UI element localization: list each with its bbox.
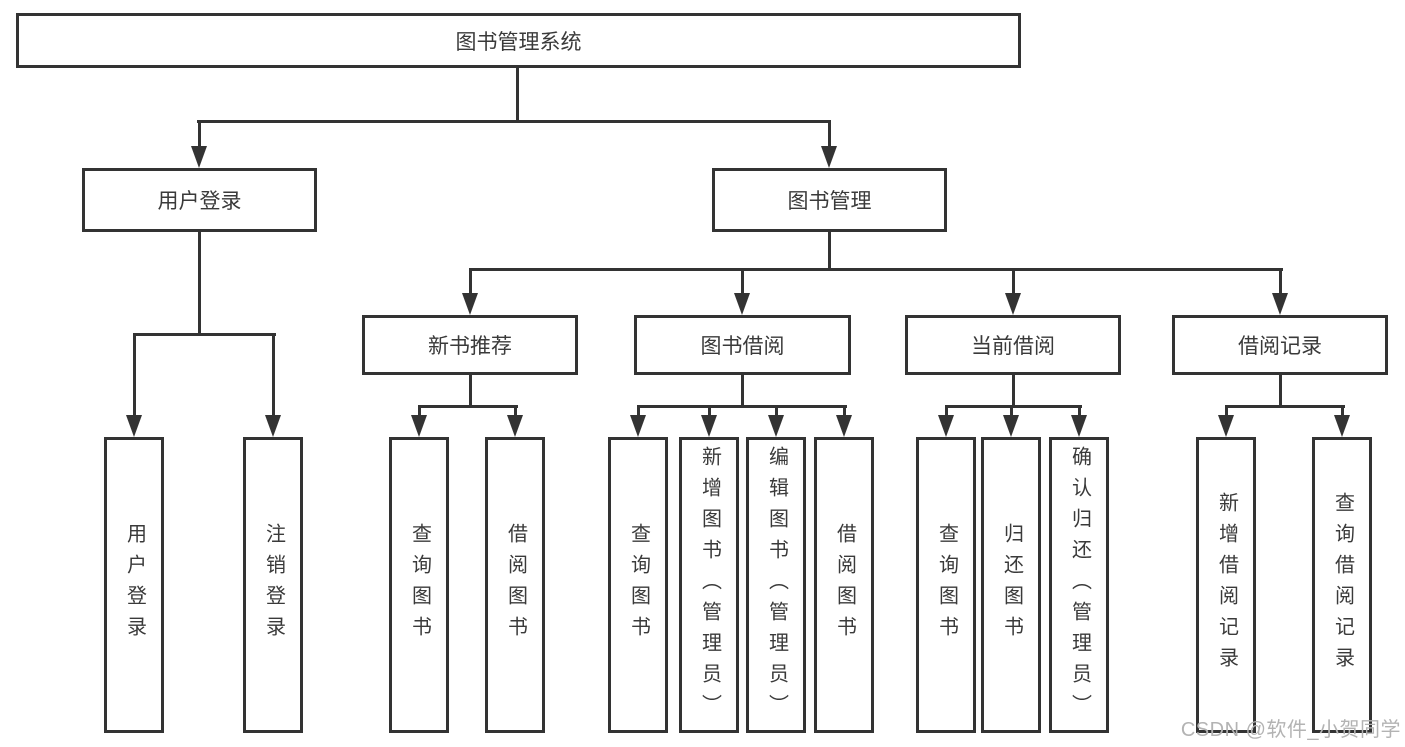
- connector-line: [418, 405, 518, 408]
- leaf-query-books-3: 查询图书: [916, 437, 976, 733]
- leaf-confirm-return-admin: 确认归还（管理员）: [1049, 437, 1109, 733]
- arrow-down-icon: [701, 415, 717, 437]
- arrow-down-icon: [821, 146, 837, 168]
- leaf-query-books-1: 查询图书: [389, 437, 449, 733]
- connector-line: [516, 67, 519, 120]
- arrow-down-icon: [836, 415, 852, 437]
- node-current-borrowing: 当前借阅: [905, 315, 1121, 375]
- connector-line: [1012, 268, 1015, 295]
- connector-line: [198, 120, 201, 148]
- connector-line: [945, 405, 948, 418]
- node-root: 图书管理系统: [16, 13, 1021, 68]
- arrow-down-icon: [507, 415, 523, 437]
- arrow-down-icon: [411, 415, 427, 437]
- arrow-down-icon: [1334, 415, 1350, 437]
- leaf-add-book-admin: 新增图书（管理员）: [679, 437, 739, 733]
- connector-line: [843, 405, 846, 418]
- node-book-management: 图书管理: [712, 168, 947, 232]
- node-book-borrowing: 图书借阅: [634, 315, 851, 375]
- connector-line: [828, 120, 831, 148]
- connector-line: [1225, 405, 1345, 408]
- connector-line: [708, 405, 711, 418]
- leaf-add-borrow-record: 新增借阅记录: [1196, 437, 1256, 733]
- leaf-user-login: 用户登录: [104, 437, 164, 733]
- arrow-down-icon: [265, 415, 281, 437]
- node-new-book-recommend: 新书推荐: [362, 315, 578, 375]
- connector-line: [198, 231, 201, 333]
- arrow-down-icon: [1003, 415, 1019, 437]
- connector-line: [469, 268, 472, 295]
- connector-line: [133, 333, 276, 336]
- connector-line: [1078, 405, 1081, 418]
- connector-line: [418, 405, 421, 418]
- leaf-edit-book-admin: 编辑图书（管理员）: [746, 437, 806, 733]
- connector-line: [514, 405, 517, 418]
- connector-line: [1341, 405, 1344, 418]
- node-borrowing-records: 借阅记录: [1172, 315, 1388, 375]
- connector-line: [197, 120, 831, 123]
- arrow-down-icon: [768, 415, 784, 437]
- leaf-borrow-books-2: 借阅图书: [814, 437, 874, 733]
- connector-line: [1010, 405, 1013, 418]
- arrow-down-icon: [938, 415, 954, 437]
- arrow-down-icon: [630, 415, 646, 437]
- arrow-down-icon: [734, 293, 750, 315]
- connector-line: [1225, 405, 1228, 418]
- connector-line: [637, 405, 640, 418]
- connector-line: [272, 333, 275, 417]
- leaf-query-books-2: 查询图书: [608, 437, 668, 733]
- csdn-watermark: CSDN @软件_小贺同学: [1180, 719, 1401, 741]
- arrow-down-icon: [1218, 415, 1234, 437]
- leaf-query-borrow-record: 查询借阅记录: [1312, 437, 1372, 733]
- connector-line: [741, 373, 744, 408]
- connector-line: [945, 405, 1082, 408]
- arrow-down-icon: [1005, 293, 1021, 315]
- leaf-return-book: 归还图书: [981, 437, 1041, 733]
- connector-line: [469, 373, 472, 408]
- node-user-login-branch: 用户登录: [82, 168, 317, 232]
- connector-line: [469, 268, 1283, 271]
- arrow-down-icon: [191, 146, 207, 168]
- arrow-down-icon: [126, 415, 142, 437]
- connector-line: [1279, 373, 1282, 408]
- connector-line: [637, 405, 847, 408]
- arrow-down-icon: [1071, 415, 1087, 437]
- arrow-down-icon: [1272, 293, 1288, 315]
- leaf-logout: 注销登录: [243, 437, 303, 733]
- connector-line: [1279, 268, 1282, 295]
- connector-line: [741, 268, 744, 295]
- connector-line: [1012, 373, 1015, 408]
- leaf-borrow-books-1: 借阅图书: [485, 437, 545, 733]
- connector-line: [828, 231, 831, 268]
- connector-line: [775, 405, 778, 418]
- connector-line: [133, 333, 136, 417]
- arrow-down-icon: [462, 293, 478, 315]
